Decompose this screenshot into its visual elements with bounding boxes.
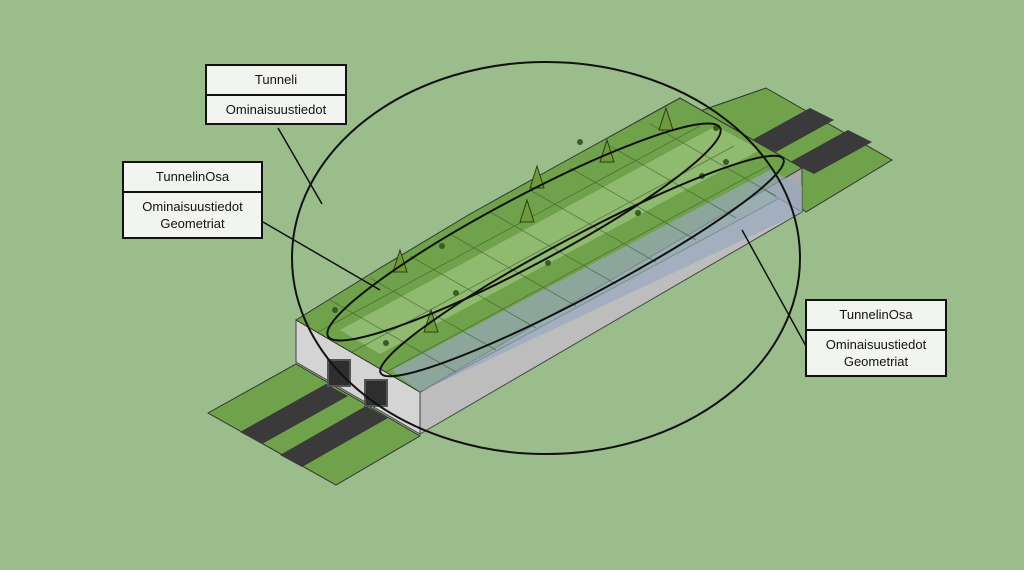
road-left-1 — [240, 384, 348, 444]
tunnelin-osa-left-attr-1: Ominaisuustiedot — [142, 199, 243, 214]
tunneli-attr-1: Ominaisuustiedot — [225, 102, 327, 117]
tunnelin-osa-right-attr-2: Geometriat — [843, 354, 909, 369]
tree-icon — [392, 248, 408, 273]
leader-tunnelin-osa-right — [741, 229, 807, 347]
tunnelin-osa-left-box: TunnelinOsa Ominaisuustiedot Geometriat — [122, 161, 263, 239]
tunnelin-osa-left-attributes: Ominaisuustiedot Geometriat — [124, 193, 261, 237]
tunnelin-osa-left-title: TunnelinOsa — [124, 163, 261, 193]
tunnelin-osa-right-attr-1: Ominaisuustiedot — [825, 337, 927, 352]
tunnelin-osa-right-attributes: Ominaisuustiedot Geometriat — [807, 331, 945, 375]
tunnelin-osa-right-box: TunnelinOsa Ominaisuustiedot Geometriat — [805, 299, 947, 377]
tunnelin-osa-right-title: TunnelinOsa — [807, 301, 945, 331]
tunneli-box: Tunneli Ominaisuustiedot — [205, 64, 347, 125]
tree-icon — [658, 106, 674, 131]
leader-tunneli — [277, 127, 323, 205]
tunneli-title: Tunneli — [207, 66, 345, 96]
tunnelin-osa-ellipse-2 — [379, 154, 785, 378]
road-left-2 — [280, 406, 388, 467]
trees — [392, 106, 674, 333]
road-right-2 — [790, 130, 872, 174]
tunnelin-osa-ellipse-1 — [326, 122, 722, 342]
tunnelin-osa-left-attr-2: Geometriat — [160, 216, 225, 231]
tree-icon — [519, 198, 535, 223]
tunnel-interior — [392, 170, 802, 392]
tunneli-attributes: Ominaisuustiedot — [207, 96, 345, 123]
roof-band — [340, 126, 760, 354]
leader-tunnelin-osa-left — [262, 221, 381, 291]
tunneli-ellipse — [291, 61, 801, 455]
tunnel-portal-2 — [364, 379, 388, 407]
road-right-1 — [752, 108, 834, 152]
